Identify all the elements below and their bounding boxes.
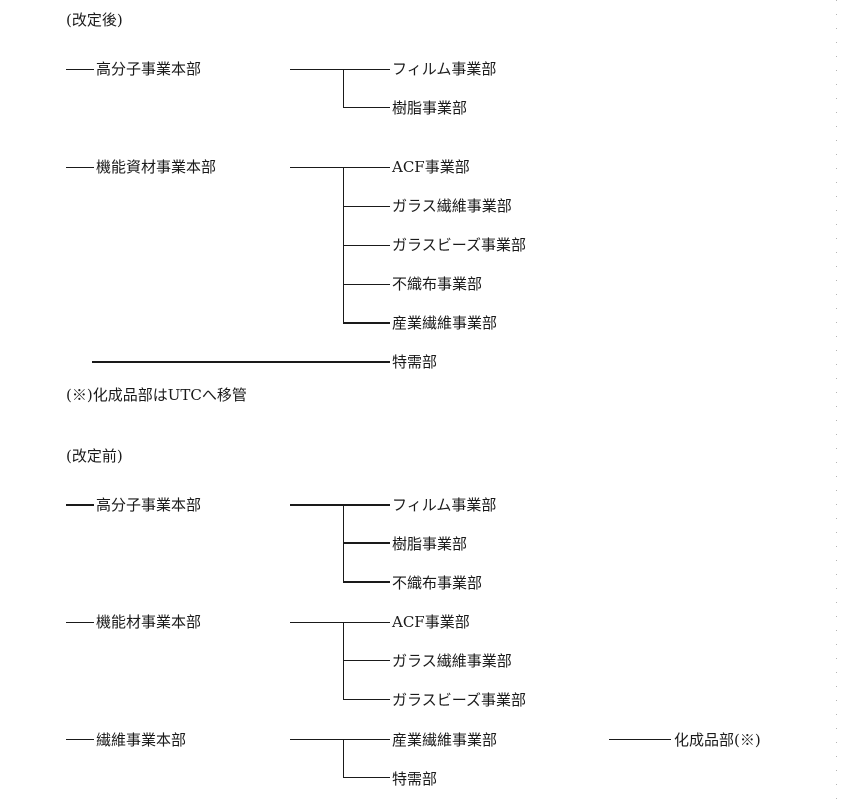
connector-line xyxy=(343,206,390,207)
dept-glass-beads-before: ガラスビーズ事業部 xyxy=(392,691,526,709)
dept-nonwoven-before: 不織布事業部 xyxy=(392,574,483,592)
connector-line xyxy=(343,542,390,544)
connector-line xyxy=(66,739,94,740)
connector-line xyxy=(290,739,390,740)
dept-chemical-before: 化成品部(※) xyxy=(674,731,761,749)
dept-film-before: フィルム事業部 xyxy=(392,496,497,514)
connector-line xyxy=(343,699,390,700)
division-functional-before: 機能材事業本部 xyxy=(96,613,202,631)
connector-line xyxy=(66,504,94,506)
connector-line xyxy=(290,69,390,70)
connector-line xyxy=(66,622,94,623)
connector-line xyxy=(343,777,390,778)
connector-line xyxy=(290,622,390,623)
dept-resin-before: 樹脂事業部 xyxy=(392,535,468,553)
dept-special-demand-before: 特需部 xyxy=(392,770,438,788)
dept-acf-after: ACF事業部 xyxy=(392,158,470,176)
connector-line xyxy=(343,322,390,324)
connector-line xyxy=(66,167,94,168)
dept-industrial-fiber-before: 産業繊維事業部 xyxy=(392,731,498,749)
heading-after: (改定後) xyxy=(66,11,123,29)
connector-line xyxy=(290,167,390,168)
dept-special-demand-after: 特需部 xyxy=(392,353,438,371)
connector-line xyxy=(343,107,390,108)
division-polymer-after: 高分子事業本部 xyxy=(96,60,202,78)
dept-glass-beads-after: ガラスビーズ事業部 xyxy=(392,236,526,254)
connector-line xyxy=(343,581,390,583)
dept-nonwoven-after: 不織布事業部 xyxy=(392,275,483,293)
dept-resin-after: 樹脂事業部 xyxy=(392,99,468,117)
connector-line xyxy=(609,739,671,740)
page-edge-dotted-line xyxy=(836,0,837,809)
division-functional-after: 機能資材事業本部 xyxy=(96,158,217,176)
connector-line xyxy=(343,245,390,246)
connector-line xyxy=(92,361,390,363)
dept-acf-before: ACF事業部 xyxy=(392,613,470,631)
connector-line xyxy=(66,69,94,70)
connector-line xyxy=(343,622,344,700)
connector-line xyxy=(290,504,390,506)
connector-line xyxy=(343,739,344,778)
dept-glass-fiber-before: ガラス繊維事業部 xyxy=(392,652,512,670)
connector-line xyxy=(343,284,390,285)
heading-before: (改定前) xyxy=(66,447,123,465)
note-after: (※)化成品部はUTCへ移管 xyxy=(66,386,247,404)
division-fiber-before: 繊維事業本部 xyxy=(96,731,187,749)
connector-line xyxy=(343,69,344,108)
dept-glass-fiber-after: ガラス繊維事業部 xyxy=(392,197,512,215)
dept-industrial-fiber-after: 産業繊維事業部 xyxy=(392,314,498,332)
dept-film-after: フィルム事業部 xyxy=(392,60,497,78)
connector-line xyxy=(343,660,390,661)
division-polymer-before: 高分子事業本部 xyxy=(96,496,202,514)
